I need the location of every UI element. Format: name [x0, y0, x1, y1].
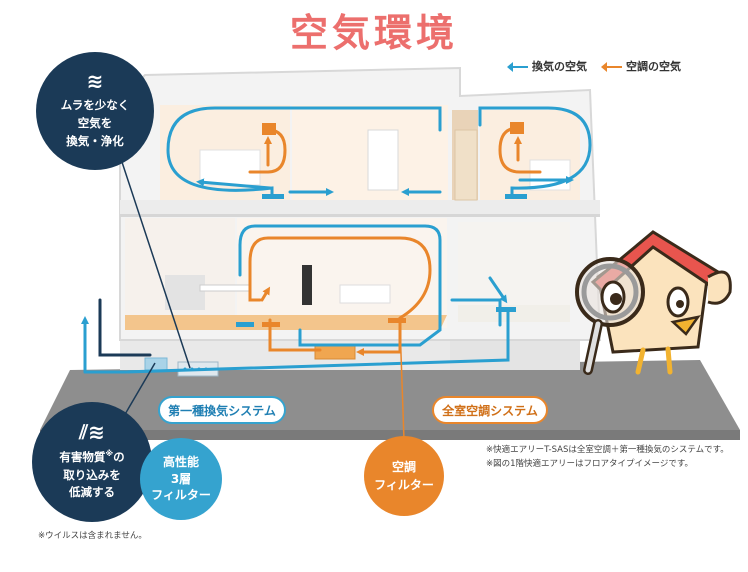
callout-acfilter-line-1: 空調	[391, 460, 416, 474]
callout-harmful-line-1a: 有害物質	[59, 449, 106, 464]
system-ventilation-label: 第一種換気システム	[158, 396, 286, 424]
callout-harmful-mark: ※	[105, 448, 114, 458]
filter-layers-icon: ⫽≋	[79, 419, 105, 444]
callout-acfilter: 空調 フィルター	[364, 436, 444, 516]
callout-harmful-line-2: 取り込みを	[63, 467, 121, 482]
legend-ventilation: 換気の空気	[507, 58, 587, 74]
air-flow-icon: ≋	[86, 69, 104, 94]
room-1f-mid	[237, 218, 447, 328]
legend-aircon-label: 空調の空気	[626, 60, 681, 73]
left-arrow-icon	[601, 62, 622, 72]
legend-aircon: 空調の空気	[601, 58, 681, 74]
callout-harmful-line-1b: の	[113, 449, 125, 464]
callout-acfilter-line-2: フィルター	[374, 478, 434, 492]
note-right: ※快適エアリーT-SASは全室空調＋第一種換気のシステムです。 ※図の1階快適エ…	[486, 444, 729, 471]
legend-ventilation-label: 換気の空気	[532, 60, 587, 73]
room-1f-left	[125, 218, 235, 328]
callout-filter3-line-1: 高性能	[162, 454, 199, 469]
left-arrow-icon	[507, 62, 528, 72]
callout-filter3: 高性能 3層 フィルター	[140, 438, 222, 520]
ventilation-flows	[81, 106, 592, 374]
callout-mura: ≋ ムラを少なく 空気を 換気・浄化	[36, 52, 154, 170]
note-bottom: ※ウイルスは含まれません。	[38, 531, 147, 541]
callout-harmful-line-3: 低減する	[69, 485, 115, 500]
system-aircon-label: 全室空調システム	[432, 396, 548, 424]
page-title: 空気環境	[289, 11, 458, 55]
callout-filter3-line-2: 3層	[170, 471, 192, 486]
callout-filter3-line-3: フィルター	[151, 488, 211, 503]
mascot-illustration	[575, 230, 732, 375]
aircon-flows	[248, 126, 542, 356]
callout-harmful: ⫽≋ 有害物質※の 取り込みを 低減する	[32, 402, 152, 522]
callout-mura-line-2: 空気を	[77, 116, 113, 131]
note-right-2: ※図の1階快適エアリーはフロアタイプイメージです。	[486, 458, 694, 469]
callout-mura-line-3: 換気・浄化	[66, 133, 124, 148]
callout-mura-line-1: ムラを少なく	[60, 98, 130, 113]
note-right-1: ※快適エアリーT-SASは全室空調＋第一種換気のシステムです。	[486, 445, 729, 455]
